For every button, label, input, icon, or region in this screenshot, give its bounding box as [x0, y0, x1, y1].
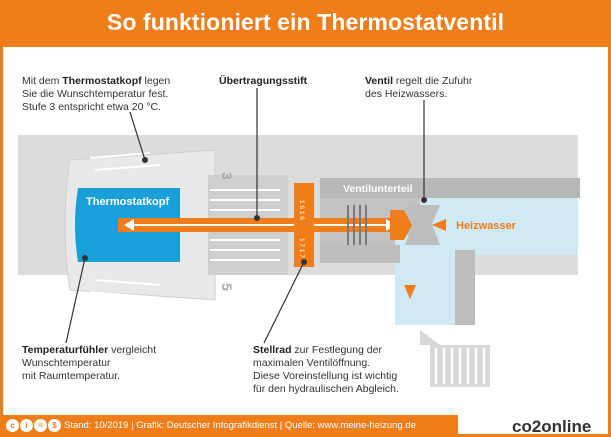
water-down-channel	[395, 235, 455, 325]
heizwasser-label: Heizwasser	[456, 220, 517, 232]
adjustment-ring-top-label: 1 6 1 6	[298, 200, 305, 220]
sensor-label: Thermostatkopf	[86, 196, 169, 208]
adjustment-ring	[294, 183, 314, 267]
annotation-temperaturfuehler: Temperaturfühler vergleicht Wunschtemper…	[22, 344, 157, 382]
ventilunterteil-label: Ventilunterteil	[343, 183, 413, 195]
valve-plug	[390, 210, 412, 240]
leader-thermostatkopf	[129, 111, 146, 161]
coupling-threads	[210, 189, 280, 261]
footer: c i = $ Stand: 10/2019 | Grafik: Deutsch…	[0, 415, 611, 437]
annotation-thermostatkopf: Mit dem Thermostatkopf legen Sie die Wun…	[22, 75, 171, 113]
annotation-ventil: Ventil regelt die Zufuhr des Heizwassers…	[365, 75, 473, 100]
dot-stellrad	[301, 259, 307, 265]
cc-nc-icon: $	[48, 419, 61, 432]
spring	[347, 205, 367, 245]
radiator-icon	[430, 345, 490, 387]
brand-logo: co2online	[512, 417, 592, 436]
header-bar	[0, 0, 611, 47]
valve-seat	[405, 205, 440, 245]
dot-uebertragungsstift	[254, 215, 260, 221]
cc-icon: c	[6, 419, 19, 432]
cc-by-icon: i	[20, 419, 33, 432]
footer-credits: Stand: 10/2019 | Grafik: Deutscher Infog…	[64, 420, 416, 431]
dot-ventil	[421, 197, 427, 203]
dial-number-5: 5	[219, 283, 235, 291]
adjustment-ring-bottom-label: 1 7 1 7	[298, 238, 305, 258]
pin-arrow-left	[124, 219, 134, 231]
valve-bottom	[320, 245, 400, 263]
dot-temperaturfuehler	[82, 255, 88, 261]
callout-notch	[420, 330, 440, 345]
page-title: So funktioniert ein Thermostatventil	[106, 9, 505, 35]
valve-top-wall	[320, 178, 580, 198]
flow-arrow-left-icon	[432, 219, 446, 231]
leader-temperaturfuehler	[65, 257, 86, 344]
valve-outlet-wall	[455, 250, 475, 325]
leader-stellrad	[263, 261, 305, 344]
cc-nd-icon: =	[34, 419, 47, 432]
annotation-uebertragungsstift: Übertragungsstift	[219, 75, 308, 87]
thermostat-rings	[89, 152, 161, 298]
footer-bar	[0, 415, 458, 437]
dot-thermostatkopf	[142, 157, 148, 163]
dial-number-3: 3	[219, 172, 235, 180]
annotation-stellrad: Stellrad zur Festlegung der maximalen Ve…	[253, 344, 399, 395]
flow-arrow-down-icon	[404, 285, 416, 299]
